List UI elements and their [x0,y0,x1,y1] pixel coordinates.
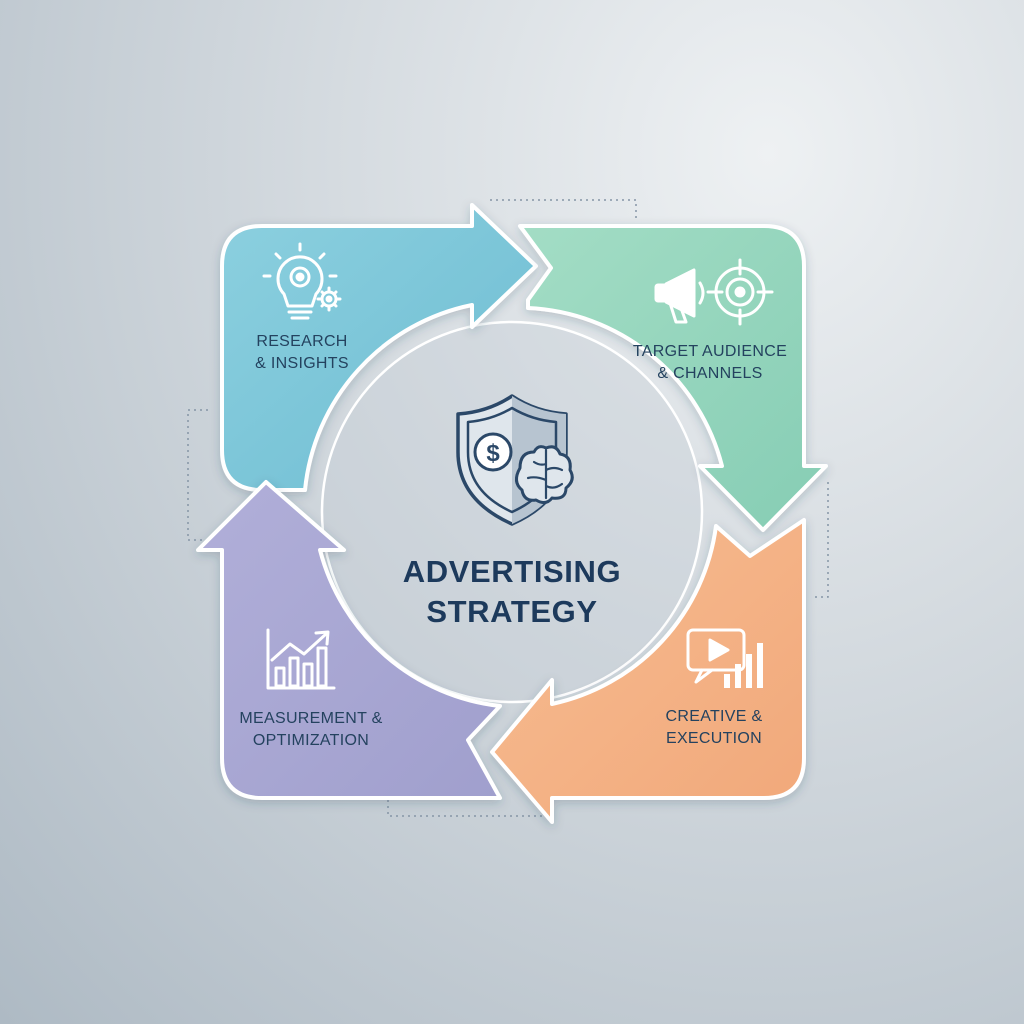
title-line1: ADVERTISING [402,554,622,589]
measurement-line1: MEASUREMENT & [239,710,383,727]
dollar-glyph: $ [486,440,500,467]
title-line2: STRATEGY [426,594,598,629]
diagram-title: ADVERTISING STRATEGY [362,552,662,632]
label-creative-execution: CREATIVE & EXECUTION [634,706,794,750]
research-line2: & INSIGHTS [255,355,349,372]
growth-chart-icon [266,628,336,690]
megaphone-target-icon [654,258,774,326]
creative-line2: EXECUTION [665,730,763,747]
label-measurement-optimization: MEASUREMENT & OPTIMIZATION [226,708,396,752]
label-target-audience-channels: TARGET AUDIENCE & CHANNELS [625,341,795,385]
video-chart-icon [686,628,763,688]
dotted-connectors [187,199,829,817]
research-line1: RESEARCH [256,333,348,350]
label-research-insights: RESEARCH & INSIGHTS [222,331,382,375]
lightbulb-gears-icon [262,242,342,320]
segment-creative-execution [490,518,806,824]
target-line1: TARGET AUDIENCE [632,343,788,360]
measurement-line2: OPTIMIZATION [252,732,370,749]
segment-measurement-optimization [196,480,502,800]
creative-line1: CREATIVE & [665,708,763,725]
target-line2: & CHANNELS [657,365,763,382]
shield-dollar-brain-icon: $ [456,394,574,526]
